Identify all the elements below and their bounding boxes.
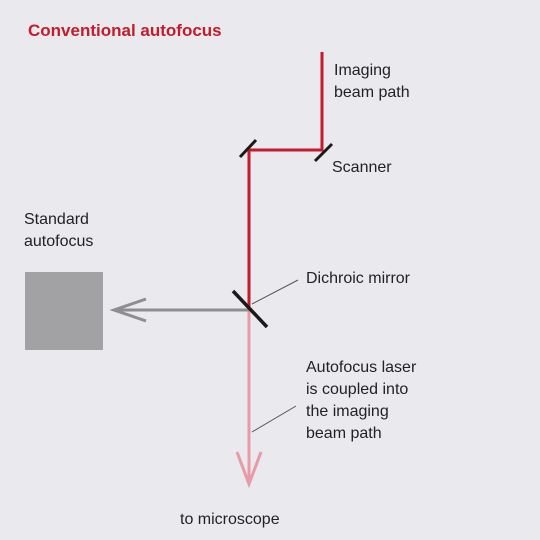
microscope-arrow-head	[235, 451, 263, 489]
dichroic-mirror	[231, 289, 269, 329]
scanner-mirror	[313, 142, 334, 163]
autofocus-arrow-head	[109, 297, 147, 323]
scanner-label: Scanner	[332, 159, 392, 176]
autofocus-laser-leader-line	[251, 405, 297, 433]
standard-autofocus-label: Standard autofocus	[24, 211, 94, 250]
autofocus-laser-label: Autofocus laser is coupled into the imag…	[306, 359, 417, 442]
dichroic-leader-line	[251, 279, 299, 305]
to-microscope-label: to microscope	[180, 511, 280, 528]
standard-autofocus-box	[25, 272, 103, 350]
diagram-title: Conventional autofocus	[28, 21, 222, 40]
fold-mirror	[238, 138, 258, 159]
dichroic-mirror-label: Dichroic mirror	[306, 270, 410, 287]
imaging-beam-path-label: Imaging beam path	[334, 62, 410, 101]
imaging-beam-path	[247, 52, 324, 308]
